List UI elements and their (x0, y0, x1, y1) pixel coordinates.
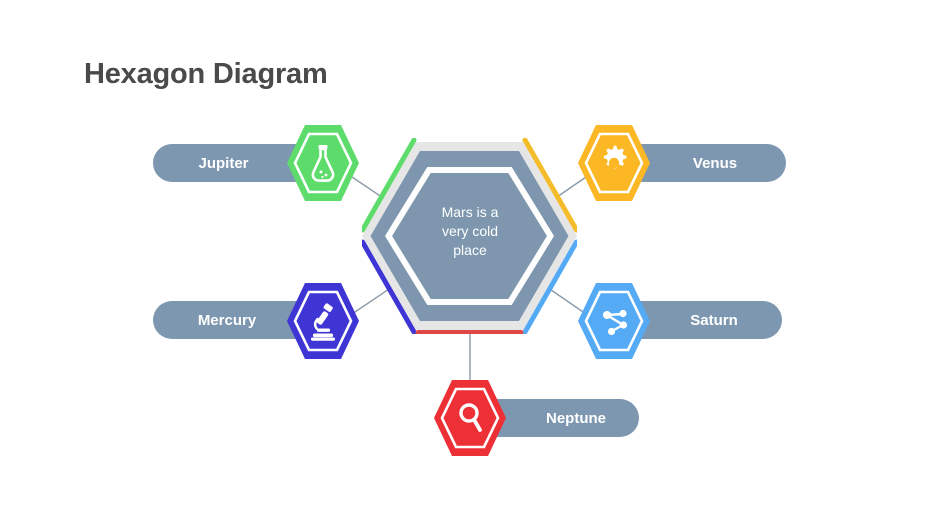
microscope-icon (311, 303, 335, 341)
hex-shape-jupiter (287, 125, 359, 201)
hex-shape-neptune (434, 380, 506, 456)
label-text-neptune: Neptune (546, 409, 606, 427)
center-hexagon-text: Mars is a very cold place (398, 203, 542, 260)
segment-jupiter (362, 138, 417, 233)
segment-saturn (522, 239, 577, 334)
center-hex-inner-outline (384, 167, 555, 305)
label-text-mercury: Mercury (197, 311, 257, 329)
center-text-line-1: Mars is a (441, 204, 499, 220)
hex-inner-outline-saturn (584, 290, 644, 352)
node-hexagon-mercury[interactable] (287, 281, 359, 361)
label-text-venus: Venus (692, 154, 738, 172)
center-hexagon (362, 138, 577, 334)
flask-icon (311, 145, 335, 182)
segment-venus (522, 138, 577, 233)
node-hexagon-venus[interactable] (578, 123, 650, 203)
magnifier-icon (459, 403, 482, 432)
node-hexagon-neptune[interactable] (434, 378, 506, 458)
hex-shape-saturn (578, 283, 650, 359)
share-nodes-icon (603, 309, 628, 336)
hex-inner-outline-venus (584, 132, 644, 194)
hex-inner-outline-neptune (440, 387, 500, 449)
center-hex-fill (370, 151, 569, 321)
page-title: Hexagon Diagram (84, 58, 328, 90)
node-hexagon-jupiter[interactable] (287, 123, 359, 203)
hex-inner-outline-jupiter (293, 132, 353, 194)
center-text-line-3: place (453, 242, 487, 258)
hex-inner-outline-mercury (293, 290, 353, 352)
gear-icon (603, 145, 627, 169)
label-text-jupiter: Jupiter (198, 154, 249, 172)
node-hexagon-saturn[interactable] (578, 281, 650, 361)
center-text-line-2: very cold (441, 223, 499, 239)
label-text-saturn: Saturn (690, 311, 738, 329)
segment-mercury (362, 239, 417, 334)
